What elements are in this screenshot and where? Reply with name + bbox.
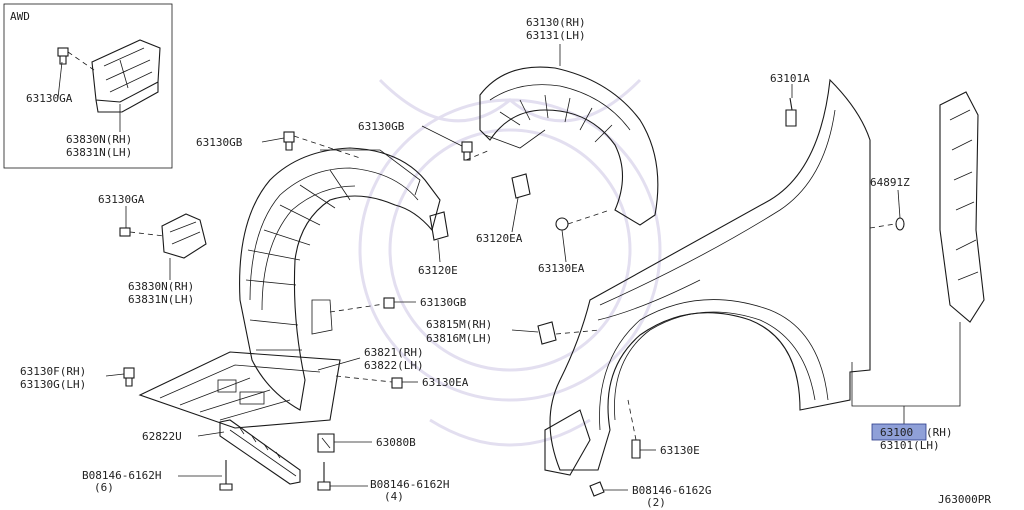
label-63100[interactable]: 63100 <box>880 426 913 439</box>
clip-63130gb-mid <box>461 141 473 161</box>
lead-63100 <box>851 322 961 424</box>
label-qty-4: (4) <box>384 490 404 503</box>
bolt-4 <box>317 462 331 491</box>
grommet-64891z <box>895 217 905 231</box>
clip-63130ea-low <box>335 375 403 389</box>
label-63830n-inset[interactable]: 63830N(RH) <box>66 133 132 146</box>
label-63130ga-inset[interactable]: 63130GA <box>26 92 73 105</box>
dash-c <box>567 209 611 225</box>
clip-63815m <box>537 321 557 345</box>
label-63130ea-top[interactable]: 63130EA <box>538 262 585 275</box>
label-qty-2: (2) <box>646 496 666 509</box>
label-63130gb-mid[interactable]: 63130GB <box>358 120 405 133</box>
inset-clip <box>57 47 95 71</box>
fender-protector-front <box>239 147 441 411</box>
dash-a <box>869 223 896 229</box>
label-63822[interactable]: 63822(LH) <box>364 359 424 372</box>
clip-63080b <box>317 433 335 453</box>
clip-63130f <box>123 367 135 387</box>
label-63816m[interactable]: 63816M(LH) <box>426 332 492 345</box>
label-63120e[interactable]: 63120E <box>418 264 458 277</box>
label-63120ea[interactable]: 63120EA <box>476 232 523 245</box>
diagram-code: J63000PR <box>938 493 991 506</box>
label-63130g[interactable]: 63130G(LH) <box>20 378 86 391</box>
fender-lower-splash <box>544 409 591 476</box>
lead-120e <box>437 239 441 263</box>
engine-undercover <box>138 351 341 429</box>
clip-63130ea-top <box>555 217 569 231</box>
label-63130f[interactable]: 63130F(RH) <box>20 365 86 378</box>
watermark-emblem <box>358 78 662 447</box>
lead-815 <box>511 329 539 333</box>
inset-bracket <box>91 39 161 113</box>
label-63830n-mid[interactable]: 63830N(RH) <box>128 280 194 293</box>
label-63130gb-left[interactable]: 63130GB <box>196 136 243 149</box>
clip-63120e <box>429 211 449 241</box>
label-63815m[interactable]: 63815M(RH) <box>426 318 492 331</box>
clip-63130gb-left <box>283 131 361 159</box>
lead-821 <box>317 357 361 371</box>
fender-protector-rear <box>479 66 659 226</box>
label-63130e[interactable]: 63130E <box>660 444 700 457</box>
label-63130-rh[interactable]: 63130(RH) <box>526 16 586 29</box>
lead-gb-left <box>261 137 285 143</box>
lead-130f <box>105 373 125 377</box>
fender-seal-strip <box>939 91 985 323</box>
label-63831n-inset[interactable]: 63831N(LH) <box>66 146 132 159</box>
label-62822u[interactable]: 62822U <box>142 430 182 443</box>
awd-inset-frame <box>3 3 173 169</box>
label-63821[interactable]: 63821(RH) <box>364 346 424 359</box>
lead-inset-1 <box>57 61 63 99</box>
lead-120ea <box>511 197 519 233</box>
bolt-2 <box>589 481 605 497</box>
label-63831n-mid[interactable]: 63831N(LH) <box>128 293 194 306</box>
label-63131-lh[interactable]: 63131(LH) <box>526 29 586 42</box>
part-63100-highlight[interactable] <box>871 423 927 441</box>
dash-e <box>627 399 637 441</box>
label-63130ga-mid[interactable]: 63130GA <box>98 193 145 206</box>
label-08146-6162g[interactable]: B08146-6162G <box>632 484 711 497</box>
clip-63101a <box>785 97 797 127</box>
clip-63120ea <box>511 173 531 199</box>
label-08146-6162h-6[interactable]: B08146-6162H <box>82 469 161 482</box>
label-63101-lh[interactable]: 63101(LH) <box>880 439 940 452</box>
lead-822u <box>197 431 225 437</box>
label-63080b[interactable]: 63080B <box>376 436 416 449</box>
bolt-6 <box>219 460 233 491</box>
clip-63130e <box>631 439 641 459</box>
label-63130gb-low[interactable]: 63130GB <box>420 296 467 309</box>
label-08146-6162h-4[interactable]: B08146-6162H <box>370 478 449 491</box>
lead-ea-top <box>561 229 567 263</box>
inset-title: AWD <box>10 10 30 23</box>
lead-64891z <box>897 189 901 219</box>
label-qty-6: (6) <box>94 481 114 494</box>
label-63130ea-low[interactable]: 63130EA <box>422 376 469 389</box>
dash-b <box>465 149 491 161</box>
label-63100-rh: (RH) <box>926 426 953 439</box>
dash-d <box>555 329 601 335</box>
clip-63130gb-low <box>329 297 395 313</box>
mid-bracket <box>119 213 207 259</box>
label-64891z[interactable]: 64891Z <box>870 176 910 189</box>
lead-gb-mid <box>421 125 463 147</box>
label-63101a[interactable]: 63101A <box>770 72 810 85</box>
lower-strip <box>219 419 301 485</box>
